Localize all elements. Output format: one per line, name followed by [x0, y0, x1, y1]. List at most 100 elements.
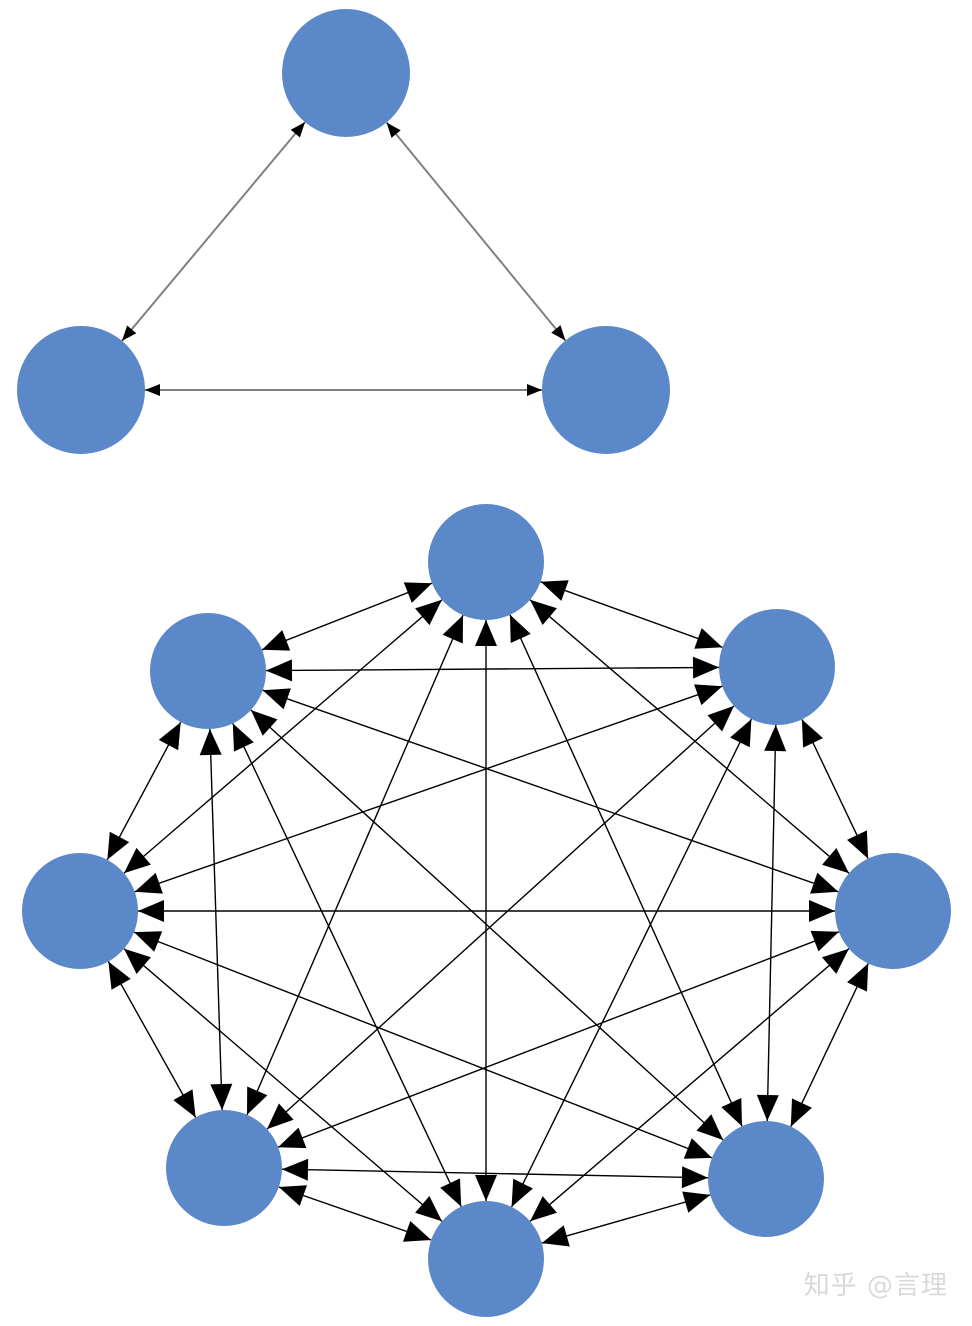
octagon-edge: [123, 948, 443, 1222]
arrowhead: [730, 719, 752, 748]
arrowhead: [442, 615, 463, 644]
arrowhead: [247, 1086, 268, 1115]
octagon-node: [150, 613, 266, 729]
arrowhead: [210, 1083, 233, 1110]
watermark: 知乎 @言理: [803, 1271, 948, 1301]
octagon-edge: [246, 614, 464, 1116]
arrowhead: [721, 1098, 742, 1127]
arrowhead: [386, 122, 401, 138]
arrowhead: [810, 930, 839, 952]
arrowhead: [267, 1103, 294, 1130]
arrowhead: [475, 620, 497, 646]
octagon-edge: [209, 728, 223, 1111]
octagon-edge: [107, 961, 197, 1118]
arrowhead: [692, 656, 719, 679]
arrowhead: [801, 719, 823, 748]
octagon-edge: [541, 1194, 711, 1244]
arrowhead: [122, 325, 137, 341]
arrowhead: [530, 599, 557, 625]
octagon-node: [428, 1201, 544, 1317]
octagon-edge: [766, 724, 777, 1122]
octagon-edge: [277, 931, 840, 1148]
arrowhead: [138, 900, 164, 922]
arrowhead: [475, 1175, 497, 1201]
octagon-edge: [261, 582, 433, 651]
octagon-node: [719, 609, 835, 725]
octagon-node: [22, 853, 138, 969]
arrowhead: [551, 325, 566, 341]
arrowhead: [262, 630, 291, 651]
octagon-edge: [509, 614, 743, 1127]
arrowhead: [124, 847, 151, 874]
arrowhead: [290, 122, 305, 138]
arrowhead: [173, 1089, 196, 1118]
triangle-edges: [121, 121, 567, 396]
octagon-node: [166, 1110, 282, 1226]
arrowhead: [764, 725, 787, 752]
triangle-edge: [121, 121, 306, 342]
arrowhead: [681, 1166, 708, 1189]
octagon-edge: [123, 599, 443, 874]
octagon-edge: [134, 685, 723, 893]
arrowhead: [124, 948, 151, 974]
octagon-node: [835, 853, 951, 969]
arrowhead: [158, 722, 181, 751]
arrowhead: [541, 1225, 570, 1247]
arrowhead: [822, 948, 849, 974]
arrowhead: [707, 705, 734, 732]
triangle-node: [282, 9, 410, 137]
arrowhead: [847, 830, 869, 859]
octagon-edge: [529, 599, 850, 874]
arrowhead: [540, 580, 569, 601]
arrowhead: [403, 582, 432, 603]
arrowhead: [682, 1191, 711, 1213]
arrowhead: [694, 684, 723, 706]
octagon-edge: [281, 1168, 709, 1179]
arrowhead: [134, 931, 163, 952]
octagon-edge: [790, 963, 869, 1127]
arrowhead: [199, 729, 222, 756]
octagon-edge: [232, 723, 462, 1207]
arrowhead: [511, 1178, 533, 1207]
arrowhead: [108, 961, 131, 990]
octagon-edge: [540, 581, 723, 648]
arrowhead: [415, 599, 442, 626]
arrowhead: [530, 1196, 557, 1222]
arrowhead: [134, 872, 163, 894]
octagon-edge: [510, 718, 753, 1208]
arrowhead: [683, 1138, 712, 1159]
octagon-arrowheads: [107, 580, 869, 1247]
octagon-edge: [262, 689, 839, 893]
octagon-graph: [22, 504, 951, 1317]
triangle-edge: [385, 121, 567, 342]
octagon-node: [428, 504, 544, 620]
arrowhead: [440, 1178, 462, 1207]
arrowhead: [696, 1114, 724, 1140]
arrowhead: [403, 1221, 432, 1242]
arrowhead: [822, 848, 849, 874]
octagon-edges: [106, 581, 869, 1244]
arrowhead: [278, 1127, 307, 1149]
arrowhead: [266, 659, 293, 682]
arrowhead: [278, 1185, 307, 1206]
arrowhead: [810, 872, 839, 894]
arrowhead: [790, 1098, 812, 1127]
arrowhead: [145, 384, 160, 396]
arrowhead: [527, 384, 542, 396]
arrowhead: [262, 688, 291, 710]
octagon-edge: [133, 931, 713, 1159]
arrowhead: [250, 710, 278, 736]
triangle-nodes: [17, 9, 670, 454]
arrowhead: [756, 1094, 779, 1121]
octagon-edge: [266, 705, 735, 1130]
triangle-node: [17, 326, 145, 454]
octagon-edge: [265, 666, 720, 672]
octagon-node: [708, 1121, 824, 1237]
arrowhead: [107, 831, 130, 860]
triangle-node: [542, 326, 670, 454]
arrowhead: [282, 1158, 309, 1181]
octagon-edge: [250, 709, 724, 1141]
arrowhead: [510, 614, 531, 643]
octagon-nodes: [22, 504, 951, 1317]
